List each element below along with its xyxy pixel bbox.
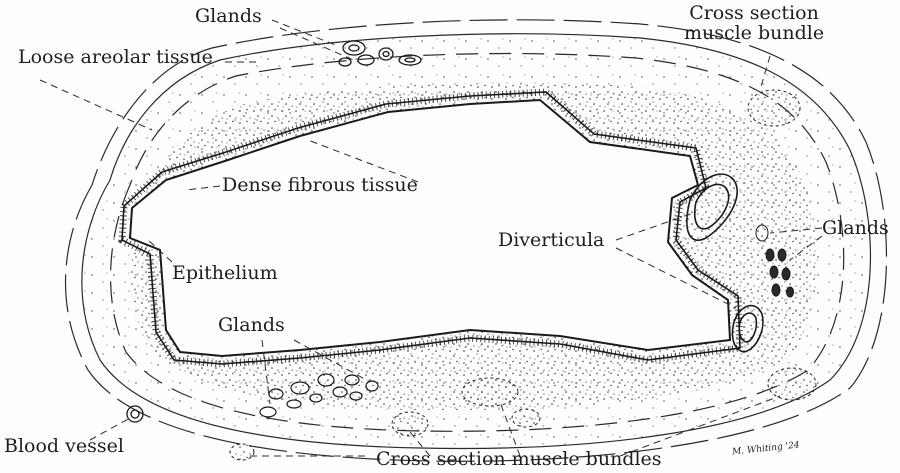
label-epithelium: Epithelium — [172, 264, 278, 284]
label-loose-areolar-tissue: Loose areolar tissue — [18, 48, 213, 68]
label-glands-lower: Glands — [218, 316, 285, 336]
label-glands-top: Glands — [195, 7, 262, 27]
label-diverticula: Diverticula — [498, 231, 604, 251]
label-dense-fibrous-tissue: Dense fibrous tissue — [222, 176, 418, 196]
label-cross-section-muscle-bundle: Cross section muscle bundle — [680, 4, 828, 44]
label-blood-vessel: Blood vessel — [4, 437, 124, 457]
label-cross-section-muscle-bundles: Cross section muscle bundles — [376, 450, 662, 470]
label-cross-section-line2: muscle bundle — [680, 24, 828, 44]
label-glands-right: Glands — [822, 219, 889, 239]
blood-vessel — [127, 406, 143, 422]
label-cross-section-line1: Cross section — [680, 4, 828, 24]
